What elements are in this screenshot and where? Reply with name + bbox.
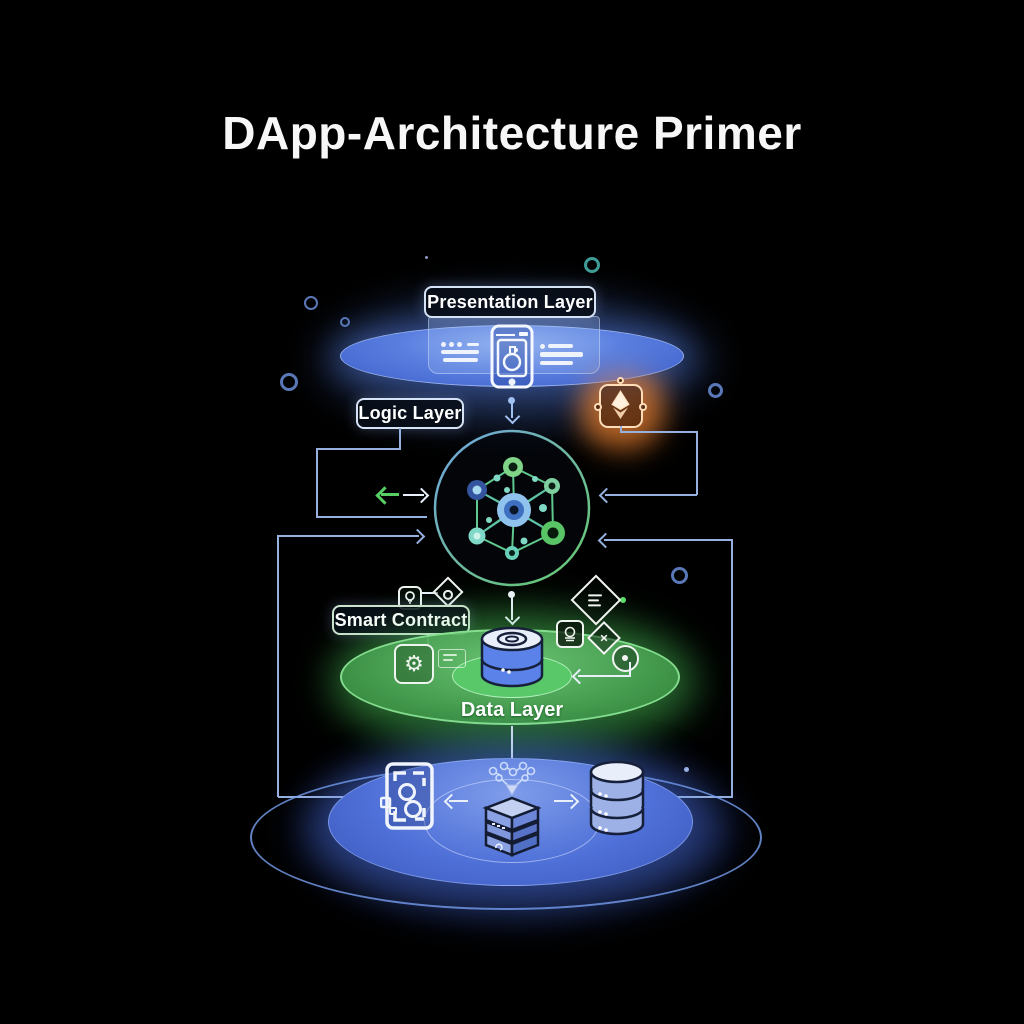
chip-connector [422,592,438,594]
decor-ring [584,257,600,273]
database-icon [480,626,544,688]
presentation-layer-label: Presentation Layer [424,286,596,318]
page-title: DApp-Architecture Primer [222,107,802,159]
data-to-storage-line [511,726,513,768]
qr-scan-icon [380,762,434,830]
decor-ring [708,383,723,398]
ethereum-chip-icon [594,377,647,428]
data-layer-label: Data Layer [460,699,564,721]
gear-chip-icon: ⚙ [394,644,434,684]
decor-ring [280,373,298,391]
mobile-app-icon [490,324,534,389]
gear-panel [438,649,466,668]
decor-dot [620,597,626,603]
sync-circle-icon [612,645,639,672]
logic-layer-label: Logic Layer [356,398,464,429]
decor-ring [304,296,318,310]
decor-ring [340,317,350,327]
database-stack-icon [589,760,645,836]
scroll-chip-icon [556,620,584,648]
decor-dot [684,767,689,772]
decor-dot [425,256,428,259]
blockchain-network-icon [433,429,591,587]
decor-ring [671,567,688,584]
block-stack-icon [482,761,542,857]
smart-contract-label: Smart Contract [332,605,470,635]
small-diamond-icon [587,621,621,655]
